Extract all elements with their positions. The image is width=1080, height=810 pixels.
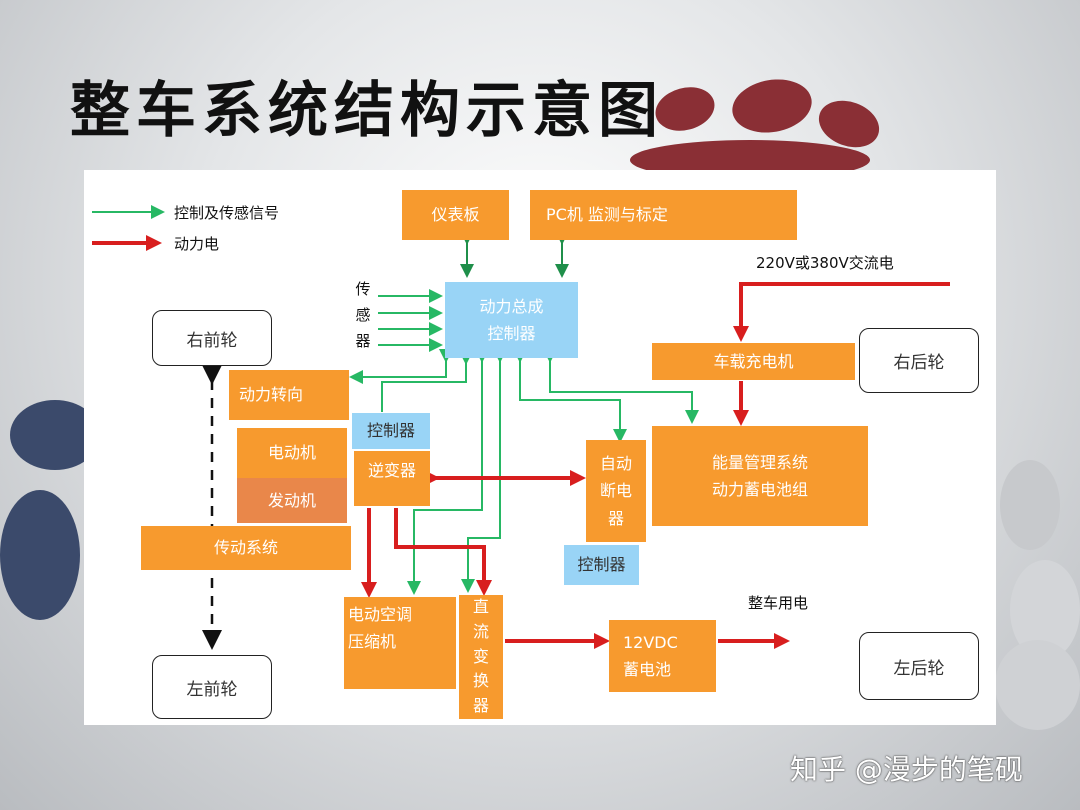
- dc-converter-box: 直 流 变 换 器: [459, 595, 503, 719]
- link-controller-inverter: [381, 351, 473, 412]
- power-ac-charger: [733, 282, 950, 342]
- wheel-rear-left: 左后轮: [859, 632, 979, 700]
- power-inverter-dc: [394, 508, 492, 596]
- engine-box: 发动机: [237, 478, 347, 523]
- decor-blob-red-2: [728, 73, 816, 139]
- ac-compressor-box: 电动空调 压缩机: [344, 597, 456, 689]
- watermark: 知乎 @漫步的笔砚: [790, 753, 1023, 786]
- power-steering-box: 动力转向: [229, 370, 349, 420]
- link-controller-energy: [543, 349, 699, 424]
- decor-blob-gray-1: [1000, 460, 1060, 550]
- battery-12v-box: 12VDC 蓄电池: [609, 620, 716, 692]
- decor-blob-gray-3: [995, 640, 1080, 730]
- inverter-box: 逆变器: [354, 451, 430, 506]
- link-controller-breaker: [513, 349, 627, 443]
- powertrain-controller-box: 动力总成 控制器: [445, 282, 578, 358]
- wheel-front-right: 右前轮: [152, 310, 272, 366]
- instrument-panel-box: 仪表板: [402, 190, 509, 240]
- transmission-box: 传动系统: [141, 526, 351, 570]
- auto-breaker-box: 自动 断电 器: [586, 440, 646, 542]
- wheel-front-left: 左前轮: [152, 655, 272, 719]
- connection-lines: [92, 205, 950, 650]
- energy-management-box: 能量管理系统 动力蓄电池组: [652, 426, 868, 526]
- link-controller-steering: [349, 349, 453, 384]
- slide-title: 整车系统结构示意图: [70, 76, 664, 146]
- breaker-controller-box: 控制器: [564, 545, 639, 585]
- vehicle-power-label: 整车用电: [748, 594, 809, 612]
- pc-monitor-box: PC机 监测与标定: [530, 190, 797, 240]
- ac-input-label: 220V或380V交流电: [756, 254, 894, 272]
- link-controller-dc: [461, 349, 507, 593]
- diagram-panel: 控制及传感信号 动力电 仪表板 PC机 监测与标定 传 感 器 动力总成 控制器…: [84, 170, 996, 725]
- legend-signal-label: 控制及传感信号: [174, 204, 280, 222]
- wheel-rear-right: 右后轮: [859, 328, 979, 393]
- sensors-label: 传 感 器: [355, 280, 371, 350]
- onboard-charger-box: 车载充电机: [652, 343, 855, 380]
- inverter-controller-box: 控制器: [352, 413, 430, 449]
- motor-box: 电动机: [237, 428, 347, 478]
- legend-power-label: 动力电: [174, 235, 220, 253]
- decor-blob-navy-2: [0, 490, 80, 620]
